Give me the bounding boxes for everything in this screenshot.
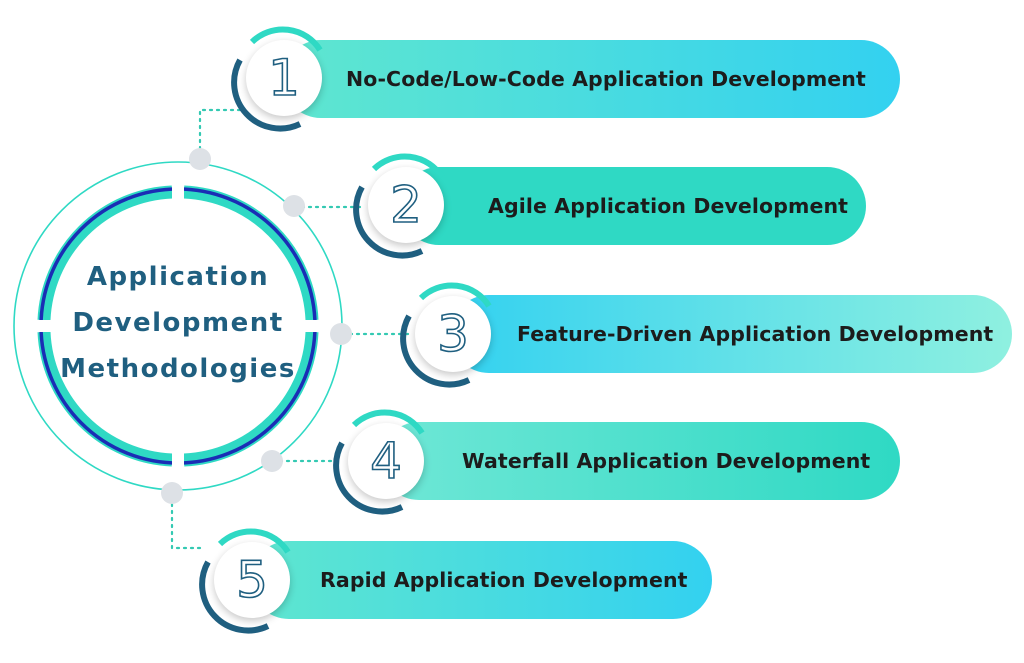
step-3-number: 3 [436, 304, 469, 364]
badge-5-arc-bottom [199, 560, 270, 634]
connector-5 [170, 495, 207, 550]
step-1-label: No-Code/Low-Code Application Development [346, 67, 866, 91]
badge-3-arc-bottom [400, 314, 471, 388]
dot-4 [261, 450, 283, 472]
hub-inner-disk [54, 202, 302, 450]
step-5-label: Rapid Application Development [320, 568, 688, 592]
badge-5-arc-top [217, 528, 291, 554]
step-2-label: Agile Application Development [488, 194, 849, 218]
step-5-number: 5 [235, 550, 268, 610]
dot-3 [330, 323, 352, 345]
step-2-badge: 2 [368, 167, 444, 243]
step-3-badge: 3 [415, 296, 491, 372]
step-2-number: 2 [389, 175, 422, 235]
step-4-badge: 4 [348, 423, 424, 499]
badge-2-arc-bottom [353, 185, 424, 259]
step-3-pill [450, 295, 1012, 373]
connector-dots [161, 148, 352, 504]
step-4-label: Waterfall Application Development [462, 449, 871, 473]
dot-2 [283, 195, 305, 217]
step-5-pill [250, 541, 712, 619]
hub-teal-segments [37, 185, 319, 467]
step-1-pill [282, 40, 900, 118]
badge-1-arc-top [249, 26, 323, 52]
badge-4-arc-bottom [333, 441, 404, 515]
badge-2-arc-top [371, 153, 445, 179]
hub-title-line-2: Development [72, 308, 284, 338]
badge-4-arc-top [351, 409, 425, 435]
step-4-number: 4 [369, 431, 402, 491]
badge-3-arc-top [418, 282, 492, 308]
step-3-label: Feature-Driven Application Development [517, 322, 994, 346]
dot-5 [161, 482, 183, 504]
step-1-number: 1 [267, 48, 300, 108]
hub-title-line-1: Application [86, 262, 270, 292]
step-2-pill [400, 167, 866, 245]
step-1-badge: 1 [246, 40, 322, 116]
dot-1 [189, 148, 211, 170]
step-4-pill [380, 422, 900, 500]
step-5-badge: 5 [214, 542, 290, 618]
badge-1-arc-bottom [231, 58, 302, 132]
connectors [170, 108, 412, 550]
connector-1 [198, 108, 247, 158]
hub-title-line-3: Methodologies [60, 354, 296, 384]
